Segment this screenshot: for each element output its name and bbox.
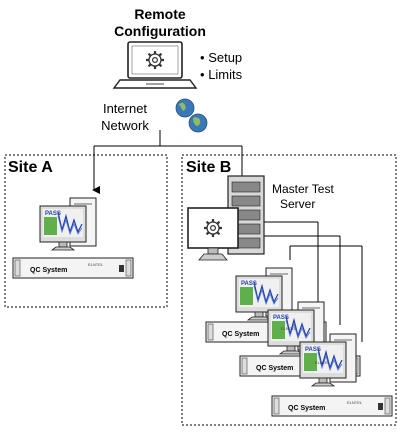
internet-network-label: Internet Network (90, 100, 160, 134)
connection-lines (92, 130, 363, 342)
brand-label-a: ELNTEL (88, 262, 104, 267)
pass-label-b1: PASS (241, 281, 257, 287)
network-line2: Network (101, 118, 149, 133)
site-a-label: Site A (8, 159, 53, 176)
bullet-dot-icon: • (200, 50, 205, 65)
qc-system-label-b1: QC System (222, 331, 259, 338)
bullet-dot-icon: • (200, 67, 205, 82)
limits-label: Limits (208, 67, 243, 82)
setup-label: Setup (208, 50, 243, 65)
monitor-gear-icon (187, 207, 239, 261)
setup-bullet: • Setup (200, 50, 242, 65)
brand-label-b3: ELNTEL (347, 400, 363, 405)
master-test-server-label: Master Test Server (272, 182, 334, 212)
server-line1: Master Test (272, 182, 334, 196)
laptop-gear-icon (112, 41, 198, 89)
qc-system-label-b2: QC System (256, 365, 293, 372)
qc-system-label-b3: QC System (288, 405, 325, 412)
pass-label-a: PASS (45, 211, 61, 217)
server-line2: Server (280, 197, 316, 211)
brand-label-b1: ELNTEL (281, 326, 297, 331)
remote-title-line2: Configuration (114, 23, 206, 39)
site-b-boundary (181, 154, 397, 426)
globe-icon (175, 98, 208, 133)
remote-title-line1: Remote (134, 6, 186, 22)
limits-bullet: • Limits (200, 67, 242, 82)
site-a-boundary (4, 154, 168, 308)
network-line1: Internet (102, 101, 148, 116)
site-b-label: Site B (186, 159, 232, 176)
site-a-workstation (39, 197, 97, 251)
pass-label-b2: PASS (273, 315, 289, 321)
brand-label-b2: ELNTEL (315, 360, 331, 365)
qc-system-label-a: QC System (30, 267, 67, 274)
pass-label-b3: PASS (305, 347, 321, 353)
remote-config-title: Remote Configuration (110, 6, 210, 40)
